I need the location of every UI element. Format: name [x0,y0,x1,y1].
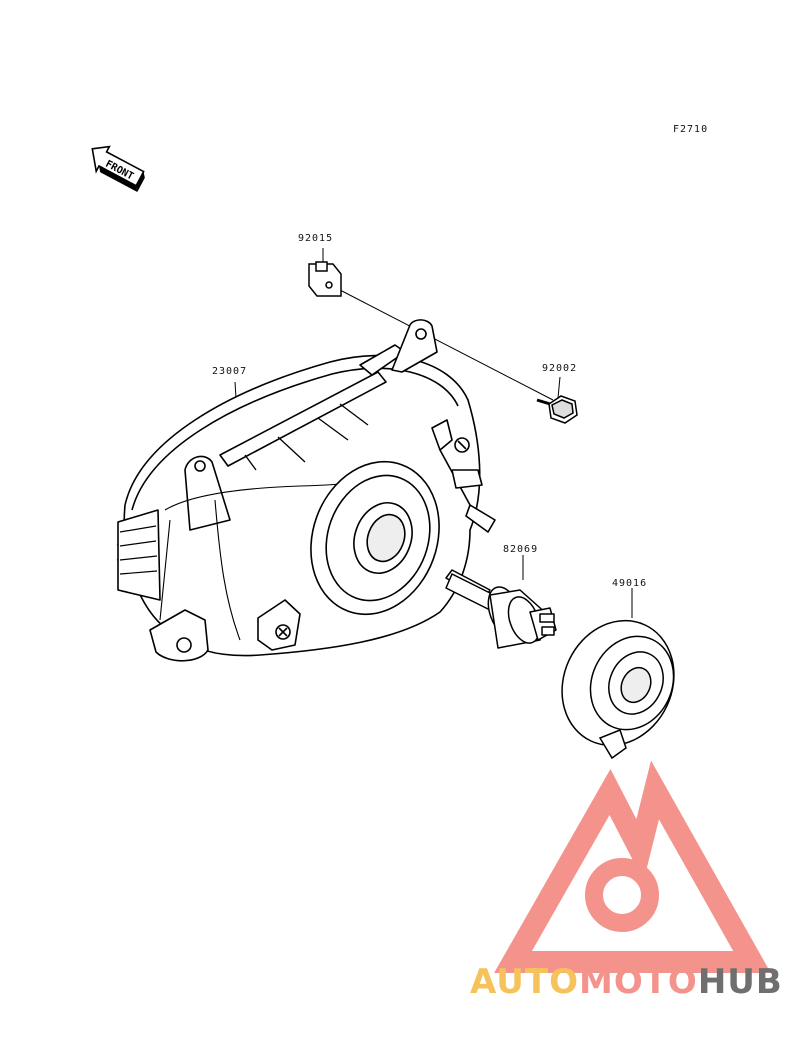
watermark-text-hub: HUB [697,962,783,1002]
clip-nut-92015 [308,261,342,297]
watermark-text: AUTOMOTOHUB [470,962,783,1002]
part-number-92015: 92015 [298,233,334,244]
watermark-text-moto: MOTO [578,962,698,1002]
bolt-92002 [536,395,578,424]
leader-lines [234,248,633,618]
bulb-cover-49016 [561,619,675,760]
part-number-23007: 23007 [212,366,248,377]
figure-code: F2710 [673,124,709,135]
headlight-assembly-23007 [116,319,496,662]
watermark-text-auto: AUTO [470,962,579,1002]
watermark-logo-icon [494,760,771,973]
bulb-82069 [445,569,557,649]
part-number-82069: 82069 [503,544,539,555]
part-number-49016: 49016 [612,578,648,589]
part-number-92002: 92002 [542,363,578,374]
front-arrow-icon: FRONT [91,145,145,193]
